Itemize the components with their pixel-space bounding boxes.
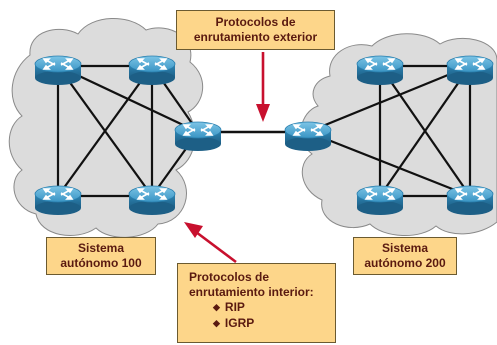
as100-label-line1: Sistema (77, 241, 125, 255)
router-icon (446, 185, 494, 216)
exterior-protocols-label: Protocolos de enrutamiento exterior (176, 10, 335, 50)
router-icon (34, 55, 82, 86)
interior-label-line1: Protocolos de (189, 270, 270, 284)
interior-protocols-label: Protocolos de enrutamiento interior: RIP… (177, 263, 336, 343)
interior-protocol-item: IGRP (189, 316, 335, 332)
router-icon (34, 185, 82, 216)
as200-label: Sistema autónomo 200 (353, 237, 457, 275)
as100-label: Sistema autónomo 100 (46, 237, 156, 275)
router-icon (356, 185, 404, 216)
router-icon (174, 121, 222, 152)
router-icon (446, 55, 494, 86)
router-icon (284, 121, 332, 152)
exterior-label-line1: Protocolos de (215, 15, 296, 29)
interior-label-line2: enrutamiento interior: (189, 285, 314, 299)
interior-protocol-item: RIP (189, 300, 335, 316)
router-icon (128, 55, 176, 86)
router-icon (128, 185, 176, 216)
router-icon (356, 55, 404, 86)
as100-label-line2: autónomo 100 (60, 256, 142, 270)
exterior-label-line2: enrutamiento exterior (193, 30, 318, 44)
as200-label-line1: Sistema (381, 241, 429, 255)
interior-arrow (184, 222, 237, 264)
as200-label-line2: autónomo 200 (364, 256, 446, 270)
exterior-arrow (256, 52, 270, 122)
